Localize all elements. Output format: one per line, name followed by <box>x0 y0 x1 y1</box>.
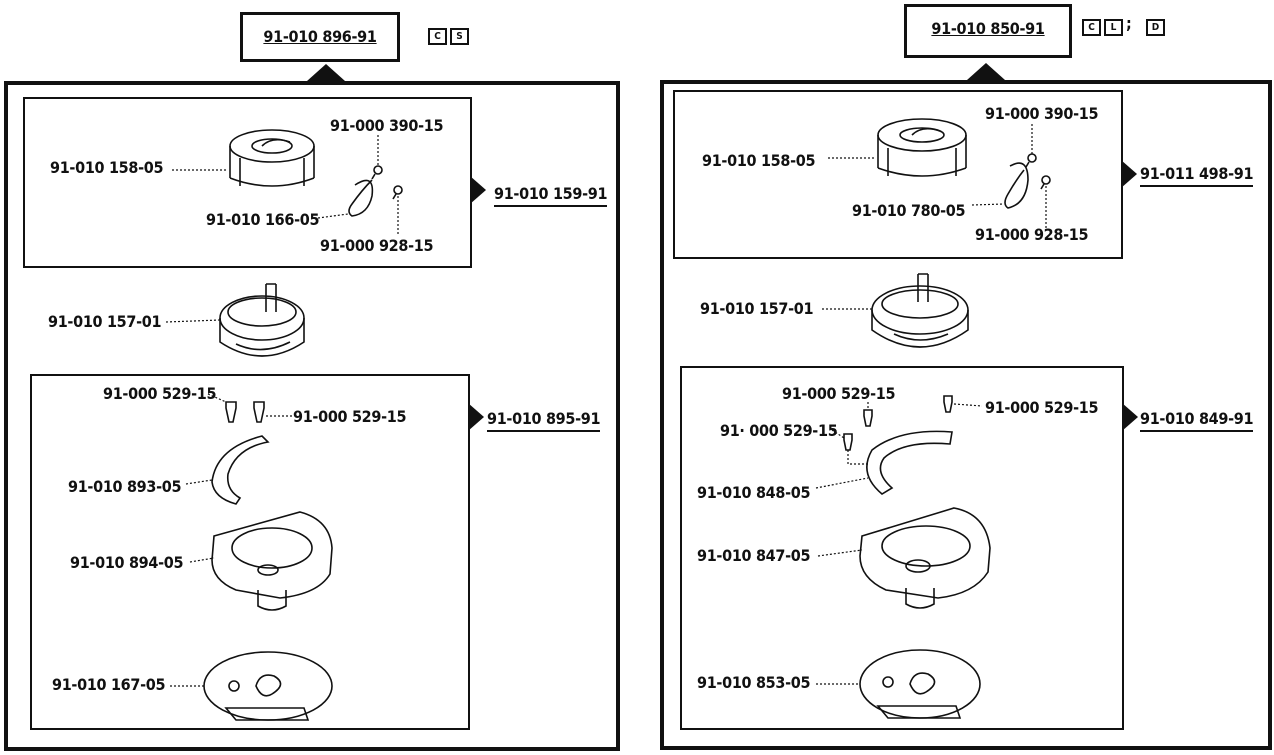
right-subassembly-number-1: 91-011 498-91 <box>1140 165 1254 187</box>
left-arrow-1 <box>470 176 486 204</box>
left-part-label: 91-000 390-15 <box>330 116 444 135</box>
left-assembly-box: 91-010 896-91 <box>240 12 400 62</box>
left-frame-pointer <box>307 64 345 81</box>
right-screw-drawings <box>1025 153 1051 190</box>
left-shuttle-drawing <box>211 511 333 611</box>
left-bobbin-base-drawing <box>219 283 305 357</box>
right-shuttle-drawing <box>859 507 991 609</box>
right-code-separator: ; <box>1126 14 1132 33</box>
left-hook-drawing <box>211 435 270 505</box>
right-part-label: 91-010 158-05 <box>702 151 816 170</box>
left-leader-lines-1 <box>172 135 399 236</box>
left-subassembly-number-1: 91-010 159-91 <box>494 185 608 207</box>
right-hook-drawing <box>866 430 953 495</box>
right-arrow-2 <box>1122 403 1138 431</box>
right-frame-pointer <box>967 63 1005 80</box>
right-code-c: C <box>1082 19 1101 36</box>
right-code-l: L <box>1104 19 1123 36</box>
left-code-s: S <box>450 28 469 45</box>
left-part-label: 91-000 529-15 <box>103 384 217 403</box>
right-screw-set <box>843 395 953 451</box>
left-subassembly-frame-2 <box>30 374 470 730</box>
right-part-label: 91-010 853-05 <box>697 673 811 692</box>
left-part-label: 91-010 166-05 <box>206 210 320 229</box>
left-outer-frame <box>4 81 620 751</box>
right-code-d: D <box>1146 19 1165 36</box>
right-part-label: 91-000 529-15 <box>985 398 1099 417</box>
left-assembly-number: 91-010 896-91 <box>263 27 377 46</box>
left-part-label: 91-000 529-15 <box>293 407 407 426</box>
left-part-label: 91-010 893-05 <box>68 477 182 496</box>
left-leader-mid <box>165 319 221 323</box>
left-part-label: 91-000 928-15 <box>320 236 434 255</box>
right-part-label: 91· 000 529-15 <box>720 421 838 440</box>
left-part-label: 91-010 894-05 <box>70 553 184 572</box>
right-part-label: 91-000 529-15 <box>782 384 896 403</box>
right-bobbin-base-drawing <box>871 273 969 348</box>
right-spring-drawing <box>1004 162 1029 209</box>
right-assembly-number: 91-010 850-91 <box>931 19 1045 38</box>
right-part-label: 91-010 847-05 <box>697 546 811 565</box>
right-arrow-1 <box>1121 160 1137 188</box>
left-needle-plate-drawing <box>203 651 333 721</box>
right-outer-frame <box>660 80 1272 750</box>
right-part-label: 91-010 157-01 <box>700 299 814 318</box>
left-part-label: 91-010 158-05 <box>50 158 164 177</box>
right-leader-lines-1 <box>828 124 1047 228</box>
right-part-label: 91-000 928-15 <box>975 225 1089 244</box>
right-part-label: 91-010 848-05 <box>697 483 811 502</box>
left-screw-drawings <box>371 165 403 200</box>
left-leader-lines-2 <box>185 393 292 563</box>
left-screw-pair <box>225 401 265 423</box>
right-assembly-box: 91-010 850-91 <box>904 4 1072 58</box>
left-part-label: 91-010 167-05 <box>52 675 166 694</box>
left-part-label: 91-010 157-01 <box>48 312 162 331</box>
left-bobbin-cover-drawing <box>229 129 315 187</box>
right-part-label: 91-010 780-05 <box>852 201 966 220</box>
right-subassembly-number-2: 91-010 849-91 <box>1140 410 1254 432</box>
right-part-label: 91-000 390-15 <box>985 104 1099 123</box>
left-spring-drawing <box>348 179 374 217</box>
right-needle-plate-drawing <box>859 649 981 719</box>
right-bobbin-cover-drawing <box>877 118 967 177</box>
left-subassembly-number-2: 91-010 895-91 <box>487 410 601 432</box>
right-leader-lines-2 <box>815 402 983 557</box>
left-arrow-2 <box>468 403 484 431</box>
right-subassembly-frame-2 <box>680 366 1124 730</box>
left-code-c: C <box>428 28 447 45</box>
